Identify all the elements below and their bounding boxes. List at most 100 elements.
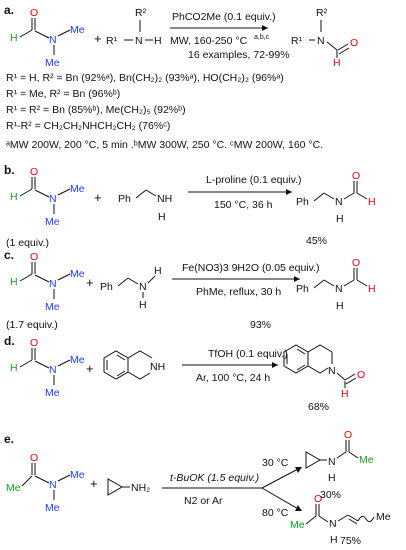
n-methyl-bottom: Me <box>45 301 60 313</box>
n-methyl-top: Me <box>70 268 85 280</box>
phenyl-group: Ph <box>100 281 113 293</box>
temp-e-2: 80 °C <box>262 507 289 519</box>
n-methyl-top: Me <box>70 24 85 36</box>
reagent-b: L-proline (0.1 equiv.) <box>206 174 302 186</box>
product-c-n-bond <box>318 515 329 523</box>
acetamide-product-1: N H O Me <box>305 429 374 484</box>
condition-d: Ar, 100 °C, 24 h <box>196 372 270 384</box>
amine-structure-a: R² N R¹ H <box>106 7 162 47</box>
product-formyl-h: H <box>368 196 376 208</box>
h-c-bond <box>19 359 33 368</box>
n-methyl-top: Me <box>70 469 85 481</box>
c-n-bond <box>34 274 50 283</box>
cyclopropane-ring <box>107 478 124 496</box>
arrowhead-a <box>262 25 268 31</box>
product-r1: R¹ <box>291 35 303 47</box>
product-c-o-bond-2 <box>338 47 350 55</box>
amide-nitrogen: N <box>49 278 57 290</box>
branch-arrow-down <box>261 487 301 511</box>
product-nh-hydrogen: H <box>336 300 344 312</box>
reagent-d: TfOH (0.1 equiv.) <box>208 348 288 360</box>
product-oxygen: O <box>344 429 352 441</box>
formyl-hydrogen: H <box>10 191 18 203</box>
yield-e-2: 75% <box>340 535 361 547</box>
product-c-h-bond <box>356 192 368 200</box>
n-methyl-bottom: Me <box>45 387 60 399</box>
footnote-line: ᵃMW 200W, 200 °C, 5 min .ᵇMW 300W, 250 °… <box>6 139 323 151</box>
product-n-vinyl-bond <box>337 514 349 522</box>
scope-line-4: R¹-R² = CH₂CH₂NHCH₂CH₂ (76%ᶜ) <box>6 120 170 132</box>
yield-e-1: 30% <box>320 489 341 501</box>
amide-nitrogen: N <box>49 364 57 376</box>
amide-nitrogen: N <box>49 34 57 46</box>
carbonyl-oxygen: O <box>30 7 38 19</box>
amine-hydrogen: H <box>154 35 162 47</box>
condition-a: MW, 160-250 °C <box>170 35 248 47</box>
ph-ch2-bond <box>135 189 147 199</box>
product-oxygen: O <box>357 369 365 381</box>
product-c-o-bond <box>344 373 356 381</box>
section-a-label: a. <box>4 3 14 17</box>
formyl-hydrogen: H <box>10 32 18 44</box>
product-n-c-bond <box>336 451 347 459</box>
product-oxygen: O <box>352 257 360 269</box>
dmf-structure-e: O Me N Me Me <box>6 452 85 514</box>
product-cyclopropane <box>305 451 322 469</box>
product-n-c-bond <box>336 372 346 381</box>
section-d-label: d. <box>4 334 15 348</box>
product-nh-hydrogen: H <box>328 472 336 484</box>
section-e: e. O Me N Me Me + NH₂ t-BuOK (1.5 equiv.… <box>4 429 391 547</box>
reagent-e: t-BuOK (1.5 equiv.) <box>170 472 259 484</box>
condition-c: PhMe, reflux, 30 h <box>196 286 281 298</box>
n-methyl-top: Me <box>70 354 85 366</box>
section-c: c. O H N Me Me (1.7 equiv.) + Ph N H H F… <box>4 248 376 331</box>
plus-sign: + <box>86 361 94 376</box>
formamide-product-c: Ph N H O H <box>296 257 376 312</box>
h-c-bond <box>19 273 33 282</box>
reagent-a: PhCO2Me (0.1 equiv.) <box>172 11 276 23</box>
r1-group: R¹ <box>106 35 118 47</box>
me-c-bond <box>21 475 33 487</box>
r2-group: R² <box>135 7 147 19</box>
product-nh-hydrogen: H <box>330 534 338 546</box>
amine-hydrogen-top: H <box>154 265 162 277</box>
product-vinyl-bond <box>347 514 359 522</box>
product-nitrogen: N <box>317 35 325 47</box>
equiv-c: (1.7 equiv.) <box>6 319 58 331</box>
temp-e-1: 30 °C <box>262 457 289 469</box>
aromatic-bond-2 <box>116 354 126 361</box>
aromatic-bond-3 <box>116 370 126 377</box>
amide-nitrogen: N <box>49 193 57 205</box>
n-me-bond <box>57 29 71 37</box>
product-ph-ch2-bond <box>313 192 325 202</box>
condition-a-sup: a,b,c <box>254 34 270 41</box>
carbonyl-oxygen: O <box>30 251 38 263</box>
product-acetyl-methyl: Me <box>359 454 374 466</box>
plus-sign: + <box>90 476 98 491</box>
product-phenyl: Ph <box>296 283 309 295</box>
amine-nh2: NH₂ <box>131 482 150 494</box>
product-nh-hydrogen: H <box>336 213 344 225</box>
product-c-o-bond-2 <box>345 377 357 385</box>
product-nitrogen: N <box>335 283 343 295</box>
section-b: b. O H N Me Me (1 equiv.) + Ph NH H L-pr… <box>4 163 376 249</box>
product-oxygen: O <box>352 170 360 182</box>
carbonyl-oxygen: O <box>30 337 38 349</box>
product-oxygen: O <box>350 37 358 49</box>
formamide-product-b: Ph N H O H <box>296 170 376 225</box>
c-n-bond <box>34 475 50 484</box>
product-n-c-bond <box>343 192 355 200</box>
formamide-product-a: R² N R¹ O H <box>291 7 358 69</box>
h-c-bond <box>19 188 33 197</box>
product-terminal-methyl: Me <box>376 511 391 523</box>
product-ph-ch2-bond <box>313 279 325 289</box>
ch2-n-bond <box>127 277 139 285</box>
carbonyl-oxygen: O <box>30 166 38 178</box>
product-oxygen: O <box>314 493 322 505</box>
amine-nitrogen: N <box>135 35 143 47</box>
n-methyl-bottom: Me <box>45 216 60 228</box>
product-aromatic-bond-2 <box>296 348 306 355</box>
n-me-bond <box>57 474 71 482</box>
dmf-structure-b: O H N Me Me <box>10 166 85 228</box>
carbonyl-oxygen: O <box>30 452 38 464</box>
